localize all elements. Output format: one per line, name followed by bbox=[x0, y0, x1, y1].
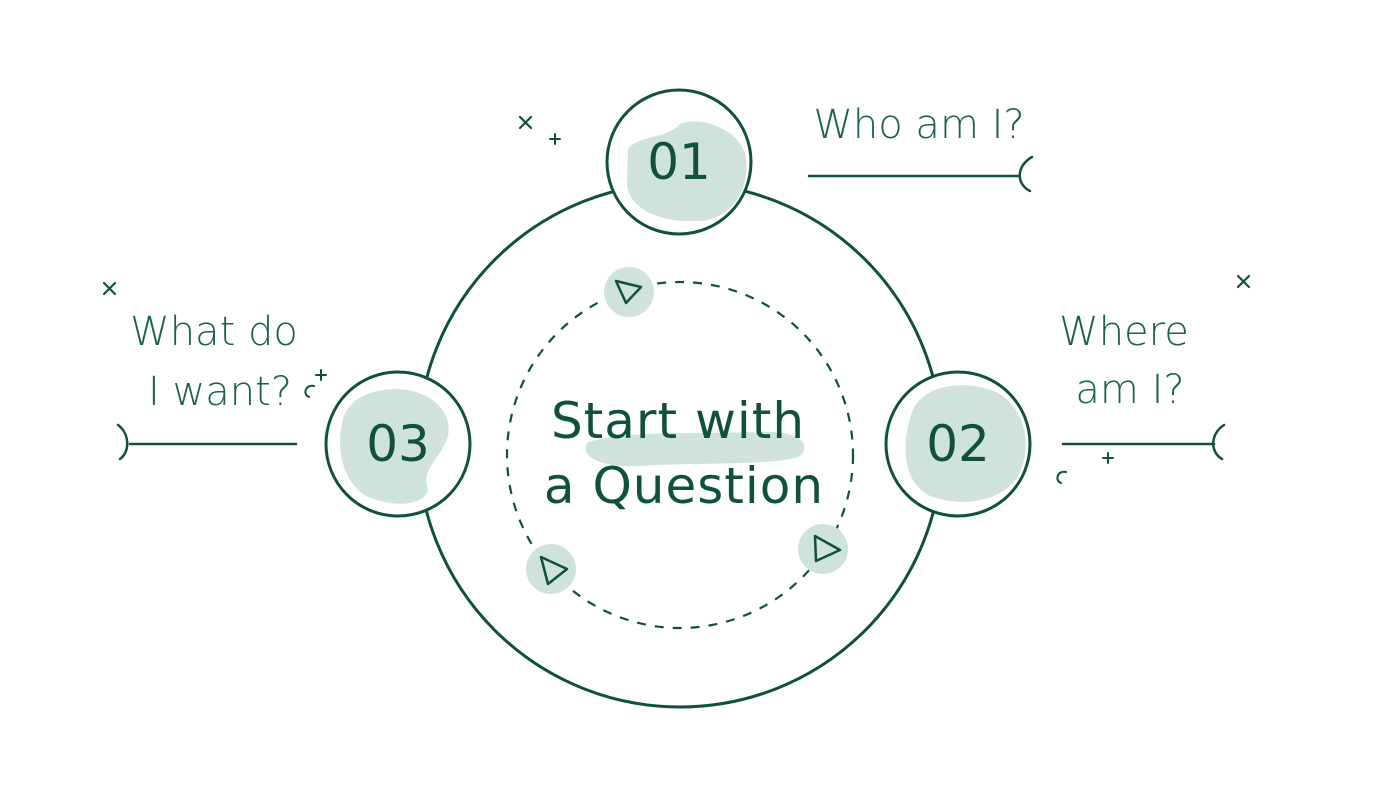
sparkle-cross-icon bbox=[518, 115, 533, 130]
step-03-label-line-2: I want? bbox=[148, 369, 292, 415]
step-03-underline bbox=[116, 423, 298, 461]
step-02-label: Where am I? bbox=[1059, 309, 1226, 461]
sparkle-swirl-icon bbox=[1056, 452, 1114, 484]
cycle-arrow-top bbox=[604, 267, 654, 317]
center-title: Start with a Question bbox=[544, 392, 824, 515]
step-03: 03 bbox=[324, 370, 472, 518]
step-02-label-line-2: am I? bbox=[1075, 367, 1184, 413]
sparkle-plus-icon bbox=[549, 133, 561, 145]
dashed-cycle-ring bbox=[505, 280, 855, 630]
sparkle-swirl-icon bbox=[304, 369, 327, 398]
step-01-underline bbox=[807, 155, 1034, 193]
center-highlight-blob bbox=[585, 431, 805, 467]
step-03-blob bbox=[340, 389, 449, 504]
step-02-ring bbox=[884, 370, 1032, 518]
step-03-label: What do I want? bbox=[116, 309, 298, 461]
step-01-ring bbox=[605, 88, 753, 236]
step-01-label-line-1: Who am I? bbox=[813, 102, 1024, 148]
arrow-icon bbox=[614, 279, 643, 305]
sparkle-cross-icon bbox=[1236, 274, 1251, 289]
step-03-ring bbox=[324, 370, 472, 518]
step-01-number: 01 bbox=[647, 133, 711, 191]
step-01-blob bbox=[627, 121, 747, 222]
sparkle-cross-icon bbox=[102, 281, 117, 296]
cycle-arrow-right bbox=[798, 524, 848, 574]
center-title-line-2: a Question bbox=[544, 457, 824, 515]
step-01: 01 bbox=[605, 88, 753, 236]
step-02-blob bbox=[905, 385, 1026, 502]
arrow-icon bbox=[813, 534, 842, 563]
step-03-label-line-1: What do bbox=[130, 309, 298, 355]
center-title-line-1: Start with bbox=[551, 392, 805, 450]
arrow-icon bbox=[539, 555, 569, 586]
cycle-arrow-left bbox=[526, 544, 576, 594]
step-03-number: 03 bbox=[366, 415, 430, 473]
step-02-underline bbox=[1061, 423, 1226, 461]
step-02-number: 02 bbox=[926, 415, 990, 473]
step-01-label: Who am I? bbox=[807, 102, 1034, 193]
step-02: 02 bbox=[884, 370, 1032, 518]
step-02-label-line-1: Where bbox=[1059, 309, 1189, 355]
